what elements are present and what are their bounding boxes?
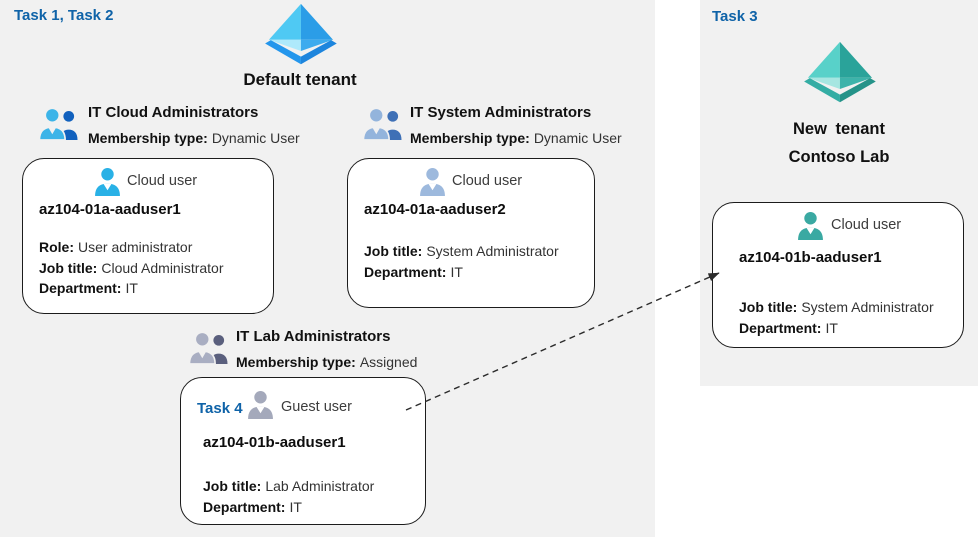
- task-4-label: Task 4: [197, 400, 243, 417]
- group-name-cloud-admins: IT Cloud Administrators: [88, 104, 259, 121]
- new-tenant-title-line1: New tenant: [792, 120, 885, 138]
- azure-ad-icon: [256, 2, 344, 68]
- user-icon: [797, 211, 824, 240]
- azure-ad-icon-blue: [265, 3, 337, 65]
- field-department: Department:IT: [739, 319, 838, 336]
- default-tenant-panel: Task 1, Task 2 Default tenant IT: [0, 0, 655, 537]
- user-type-label: Cloud user: [452, 173, 523, 189]
- user-icon: [419, 167, 446, 196]
- group-icon: [38, 106, 82, 141]
- membership-type-value: Assigned: [359, 354, 418, 370]
- user-fields: Role:User administrator Job title:Cloud …: [39, 237, 224, 299]
- task-1-2-label: Task 1, Task 2: [14, 7, 114, 24]
- task-3-label: Task 3: [712, 8, 758, 25]
- cloud-user2-box: Cloud user az104-01a-aaduser2 Job title:…: [347, 158, 595, 308]
- user-type-label: Guest user: [281, 399, 352, 415]
- default-tenant-title: Default tenant: [243, 70, 357, 89]
- user-type-label: Cloud user: [831, 217, 902, 233]
- user-type-label: Cloud user: [127, 173, 198, 189]
- membership-type-label: Membership type:: [88, 130, 208, 146]
- cloud-user-icon-steelblue: [420, 168, 445, 196]
- group-icon: [188, 330, 232, 365]
- membership-type-label: Membership type:: [236, 354, 356, 370]
- field-job-title: Job title:Lab Administrator: [203, 478, 375, 494]
- membership-type-value: Dynamic User: [533, 130, 622, 146]
- group-people-icon-gray: [188, 331, 228, 365]
- field-job-title: Job title:System Administrator: [364, 243, 559, 259]
- group-people-icon-steelblue: [362, 107, 402, 141]
- membership-type-label: Membership type:: [410, 130, 530, 146]
- field-department: Department:IT: [39, 280, 138, 296]
- username: az104-01a-aaduser1: [39, 201, 181, 218]
- azure-ad-icon: [795, 40, 883, 106]
- cloud-user-icon-cyan: [95, 168, 120, 196]
- user-icon: [247, 390, 274, 419]
- user-fields: Job title:System Administrator Departmen…: [364, 241, 559, 282]
- group-membership: Membership type:Dynamic User: [88, 130, 300, 146]
- field-department: Department:IT: [203, 498, 302, 515]
- guest-user-box: Task 4 Guest user az104-01b-aaduser1 Job…: [180, 377, 426, 525]
- user-fields: Job title:Lab Administrator Department:I…: [203, 476, 374, 517]
- group-name-system-admins: IT System Administrators: [410, 104, 592, 121]
- group-name-lab-admins: IT Lab Administrators: [236, 328, 391, 345]
- new-tenant-title-line2: Contoso Lab: [788, 148, 890, 166]
- group-icon: [362, 106, 406, 141]
- field-department: Department:IT: [364, 263, 463, 280]
- azure-ad-icon-teal: [804, 41, 876, 103]
- cloud-user1-box: Cloud user az104-01a-aaduser1 Role:User …: [22, 158, 274, 314]
- username: az104-01a-aaduser2: [364, 201, 506, 218]
- field-role: Role:User administrator: [39, 239, 193, 255]
- group-membership: Membership type:Assigned: [236, 354, 417, 370]
- cloud-user-icon-teal: [798, 212, 823, 240]
- membership-type-value: Dynamic User: [211, 130, 300, 146]
- guest-user-icon-gray: [248, 391, 273, 419]
- new-tenant-user-box: Cloud user az104-01b-aaduser1 Job title:…: [712, 202, 964, 348]
- username: az104-01b-aaduser1: [203, 434, 346, 451]
- field-job-title: Job title:System Administrator: [739, 299, 934, 315]
- user-icon: [94, 167, 121, 196]
- user-fields: Job title:System Administrator Departmen…: [739, 297, 934, 338]
- group-people-icon-blue: [38, 107, 78, 141]
- group-membership: Membership type:Dynamic User: [410, 130, 622, 146]
- field-job-title: Job title:Cloud Administrator: [39, 259, 224, 276]
- username: az104-01b-aaduser1: [739, 249, 882, 266]
